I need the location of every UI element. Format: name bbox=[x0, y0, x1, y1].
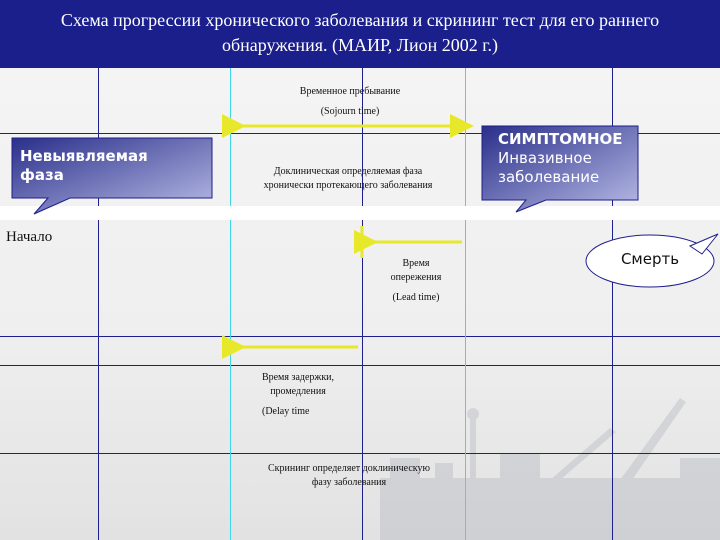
grid-line-h4 bbox=[0, 453, 720, 454]
delay-time-label-en: (Delay time bbox=[262, 406, 310, 417]
screening-line-2: фазу заболевания bbox=[311, 477, 387, 488]
slide-title: Схема прогрессии хронического заболевани… bbox=[10, 8, 710, 58]
undetectable-phase-callout-shape bbox=[11, 137, 213, 215]
symptomatic-line-2: Инвазивное bbox=[498, 149, 592, 167]
delay-time-line-1: Время задержки, bbox=[261, 372, 335, 383]
symptomatic-line-1: СИМПТОМНОЕ bbox=[498, 130, 623, 148]
title-line-2: обнаружения. (МАИР, Лион 2002 г.) bbox=[221, 35, 499, 55]
undetectable-phase-callout: Невыявляемая фаза bbox=[20, 147, 148, 185]
start-label: Начало bbox=[6, 229, 53, 245]
lead-time-label-en: (Lead time) bbox=[392, 292, 440, 303]
grid-line-v3 bbox=[612, 68, 613, 540]
lead-time-line-1: Время bbox=[402, 258, 430, 269]
lead-time-label: Время опережения (Lead time) bbox=[366, 257, 466, 305]
preclinical-phase-line-2: хронически протекающего заболевания bbox=[263, 180, 433, 191]
sojourn-time-label-en: (Sojourn time) bbox=[320, 106, 380, 117]
grid-line-h3 bbox=[0, 365, 720, 366]
screening-label: Скрининг определяет доклиническую фазу з… bbox=[234, 462, 464, 490]
phase-boundary-line-right bbox=[465, 68, 466, 540]
screening-line-1: Скрининг определяет доклиническую bbox=[268, 463, 430, 474]
symptomatic-callout: СИМПТОМНОЕ Инвазивное заболевание bbox=[498, 130, 623, 187]
city-skyline-background bbox=[380, 398, 720, 540]
preclinical-phase-label: Доклиническая определяемая фаза хроничес… bbox=[232, 165, 464, 193]
progression-timeline-band bbox=[0, 206, 720, 220]
grid-line-v1 bbox=[98, 68, 99, 540]
grid-line-v2 bbox=[362, 68, 363, 540]
symptomatic-line-3: заболевание bbox=[498, 168, 600, 186]
sojourn-time-label-ru: Временное пребывание bbox=[299, 86, 401, 97]
delay-time-label: Время задержки, промедления (Delay time bbox=[236, 371, 360, 419]
arrows-layer bbox=[11, 114, 719, 359]
sojourn-time-label: Временное пребывание (Sojourn time) bbox=[250, 85, 450, 119]
undetectable-phase-line-2: фаза bbox=[20, 166, 64, 184]
phase-boundary-line-left bbox=[230, 68, 231, 540]
diagram-canvas: Временное пребывание (Sojourn time) Докл… bbox=[0, 68, 720, 540]
title-bar: Схема прогрессии хронического заболевани… bbox=[0, 0, 720, 68]
symptomatic-callout-shape bbox=[481, 125, 639, 213]
death-callout-pointer bbox=[688, 233, 719, 255]
preclinical-phase-line-1: Доклиническая определяемая фаза bbox=[273, 166, 423, 177]
grid-line-h2 bbox=[0, 336, 720, 337]
undetectable-phase-line-1: Невыявляемая bbox=[20, 147, 148, 165]
title-line-1: Схема прогрессии хронического заболевани… bbox=[60, 10, 660, 30]
death-label: Смерть bbox=[620, 250, 680, 268]
death-callout-shape bbox=[585, 234, 715, 288]
lead-time-line-2: опережения bbox=[390, 272, 442, 283]
delay-time-line-2: промедления bbox=[270, 386, 326, 397]
